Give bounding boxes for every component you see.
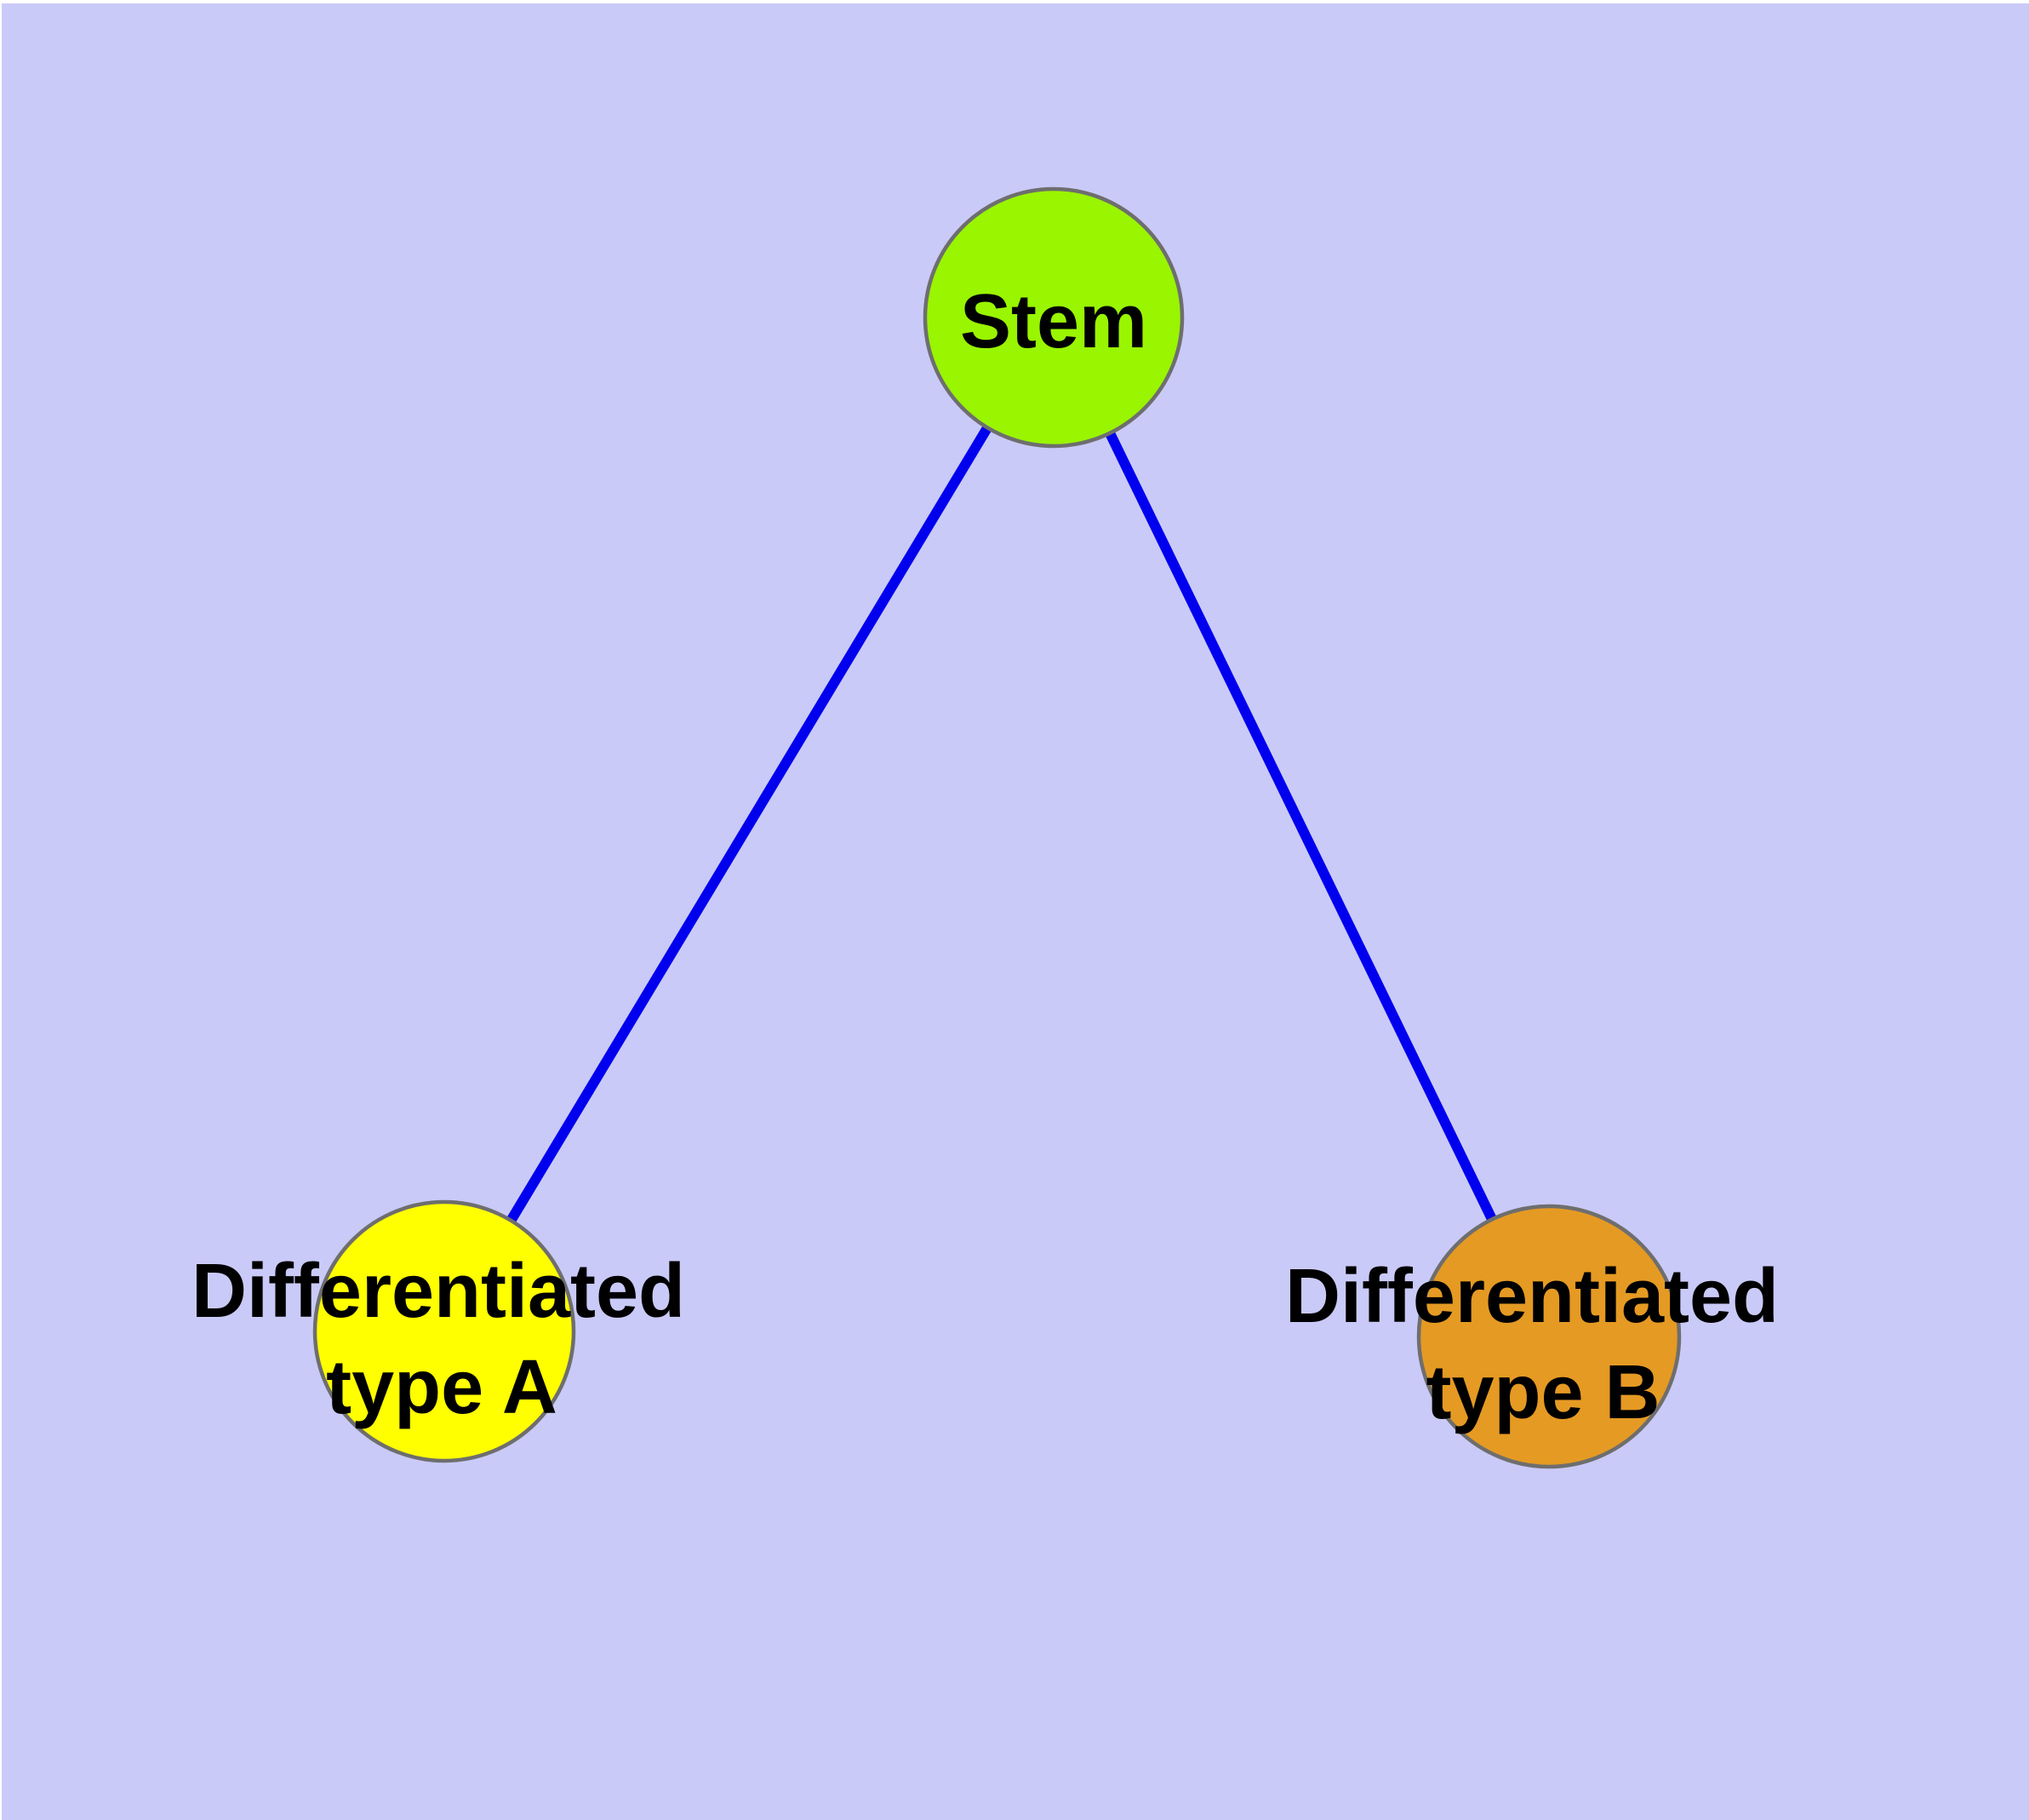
node-type-b-label-line2: type B <box>1426 1350 1660 1435</box>
node-type-a-label-line2: type A <box>326 1345 557 1430</box>
node-type-b-label-line1: Differentiated <box>1285 1254 1779 1339</box>
edge-stem-to-type-b <box>1049 315 1554 1339</box>
node-stem <box>923 186 1185 449</box>
node-differentiated-type-b <box>1416 1204 1682 1469</box>
node-differentiated-type-a <box>312 1199 576 1463</box>
node-type-a-label-line1: Differentiated <box>191 1249 685 1334</box>
node-stem-label: Stem <box>960 279 1147 364</box>
edge-stem-to-type-a <box>439 314 1059 1335</box>
